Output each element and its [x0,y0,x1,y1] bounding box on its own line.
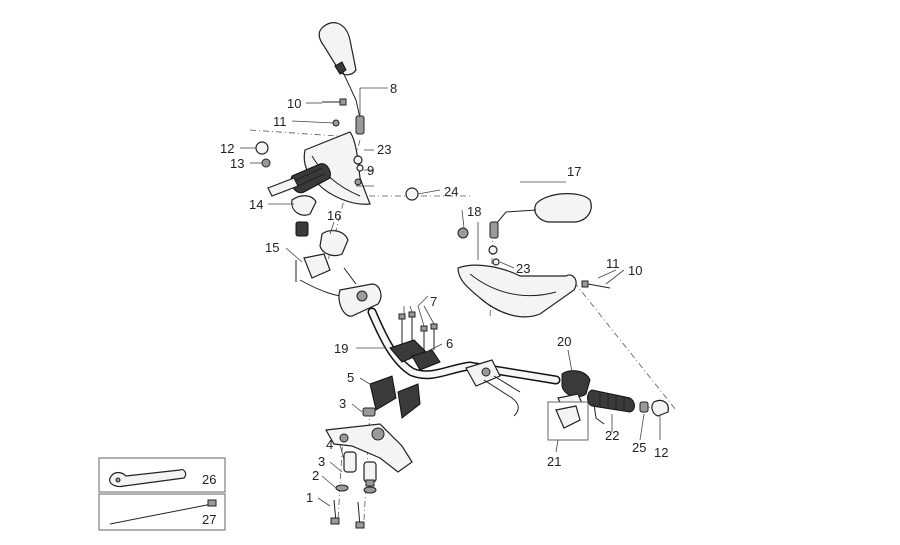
label-part-9: 9 [367,163,374,178]
label-part-21: 21 [547,454,561,469]
label-part-27: 27 [202,512,216,527]
label-part-24: 24 [444,184,458,199]
label-part-10: 10 [628,263,642,278]
label-part-4: 4 [326,437,333,452]
right-handguard-bolt [581,280,611,289]
right-handguard [457,264,577,318]
label-part-11: 11 [273,114,287,129]
label-part-18: 18 [467,204,481,219]
label-part-3: 3 [339,396,346,411]
label-part-1: 1 [306,490,313,505]
right-top-hardware [405,187,500,266]
handlebar [367,307,561,385]
right-lever-assembly [465,359,521,417]
left-top-hardware [255,98,364,172]
accessory-box-27 [98,493,226,531]
label-part-25: 25 [632,440,646,455]
label-part-15: 15 [265,240,279,255]
label-part-16: 16 [327,208,341,223]
assembly-axes [249,129,677,521]
label-part-10: 10 [287,96,301,111]
label-part-22: 22 [605,428,619,443]
label-part-11: 11 [606,256,620,271]
label-part-26: 26 [202,472,216,487]
label-part-6: 6 [446,336,453,351]
label-part-14: 14 [249,197,263,212]
bottom-bolts [330,499,365,529]
left-lever-assembly [295,253,382,317]
left-mirror [318,22,365,135]
label-part-23: 23 [516,261,530,276]
label-part-2: 2 [312,468,319,483]
risers-spacers [335,451,377,494]
bar-end [639,399,669,417]
right-mirror [489,193,592,239]
label-part-8: 8 [390,81,397,96]
left-switch-cluster [295,221,349,257]
label-part-17: 17 [567,164,581,179]
accessory-box-26 [98,457,226,493]
leader-lines [240,87,661,507]
right-switch-cluster [547,370,591,441]
lower-clamps [362,375,421,419]
clamp-bolts [389,311,441,371]
label-part-12: 12 [220,141,234,156]
label-part-7: 7 [430,294,437,309]
part-labels: 8 10 11 12 13 14 15 16 23 9 24 17 18 23 … [202,81,668,527]
label-part-12: 12 [654,445,668,460]
label-part-19: 19 [334,341,348,356]
label-part-3: 3 [318,454,325,469]
label-part-20: 20 [557,334,571,349]
right-grip [587,389,635,425]
triple-clamp [325,423,413,473]
label-part-5: 5 [347,370,354,385]
left-grip [267,163,331,216]
label-part-23: 23 [377,142,391,157]
label-part-13: 13 [230,156,244,171]
